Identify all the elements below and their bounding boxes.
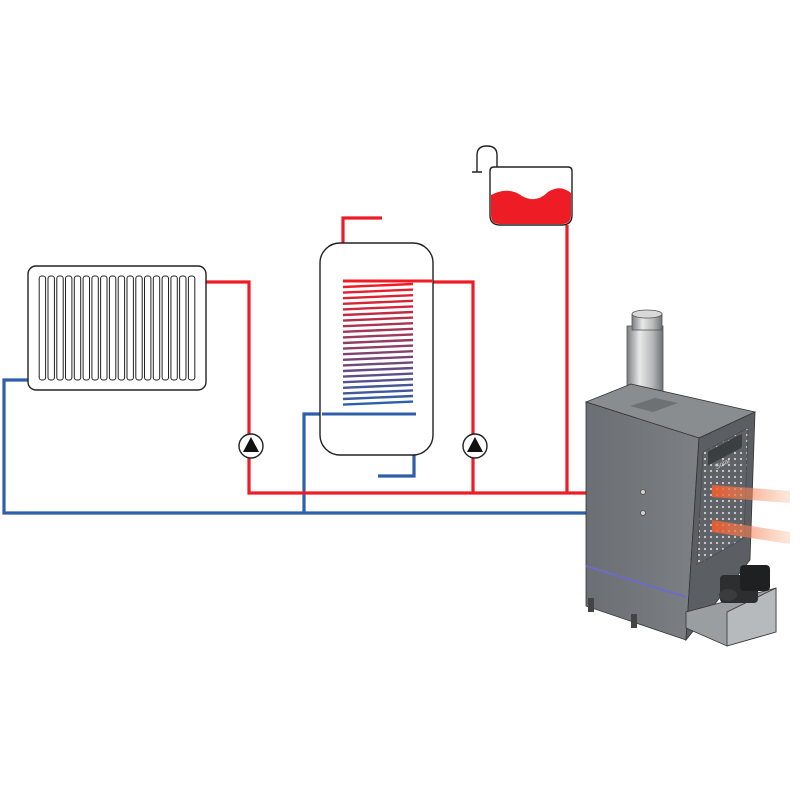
radiator-fin <box>56 275 64 381</box>
coil-turn <box>342 282 414 289</box>
coil-turn <box>342 372 414 378</box>
radiator-fin <box>161 275 170 381</box>
coil-cylinder-icon <box>342 282 414 406</box>
radiator-fin <box>179 275 187 381</box>
pump-radiator-circuit <box>238 433 264 459</box>
radiator-fin <box>65 275 73 381</box>
hot-water-cylinder <box>319 242 434 456</box>
boiler-unit-icon: Solar <box>584 309 777 647</box>
coil-turn <box>342 350 414 356</box>
open-expansion-tank-icon <box>472 145 498 173</box>
radiator-fin <box>135 275 143 381</box>
boiler: Solar <box>584 309 790 647</box>
coil-turn <box>342 338 414 345</box>
radiator-fin <box>144 275 152 381</box>
coil-turn <box>342 383 414 389</box>
radiator-icon <box>38 275 196 381</box>
radiator-fin <box>117 275 126 381</box>
coil-turn <box>342 322 414 328</box>
pump-icon <box>462 433 488 459</box>
radiator-fin <box>47 275 55 381</box>
coil-turn <box>342 316 414 322</box>
pump-icon <box>238 433 264 459</box>
coil-turn <box>342 288 414 294</box>
radiator-fin <box>73 275 82 381</box>
radiator-fin <box>100 275 108 381</box>
radiator-fin <box>187 275 196 381</box>
heat-output-indicator <box>712 485 790 544</box>
radiator-fin <box>108 275 117 381</box>
coil-turn <box>342 327 414 333</box>
coil-turn <box>342 378 414 384</box>
coil-turn <box>342 361 414 367</box>
coil-turn <box>342 355 414 361</box>
radiator-fin <box>170 275 178 381</box>
radiator-fin <box>152 275 161 381</box>
coil-turn <box>342 394 414 401</box>
coil-turn <box>342 299 414 305</box>
coil-turn <box>342 344 414 350</box>
radiator-fin <box>38 275 47 381</box>
radiator <box>27 265 207 391</box>
radiator-fin <box>91 275 99 381</box>
coil-turn <box>342 366 414 373</box>
pump-cylinder-circuit <box>462 433 488 459</box>
expansion-vessel <box>472 145 573 226</box>
cold-return-pipes <box>2 378 640 515</box>
coil-turn <box>342 294 414 300</box>
coil-turn <box>342 333 414 339</box>
hot-flow-pipes <box>206 216 640 495</box>
radiator-fin <box>82 275 90 381</box>
coil-turn <box>342 310 414 317</box>
coil-turn <box>342 305 414 311</box>
coil-turn <box>342 389 414 395</box>
coil-turn <box>342 400 414 406</box>
radiator-fin <box>126 275 134 381</box>
